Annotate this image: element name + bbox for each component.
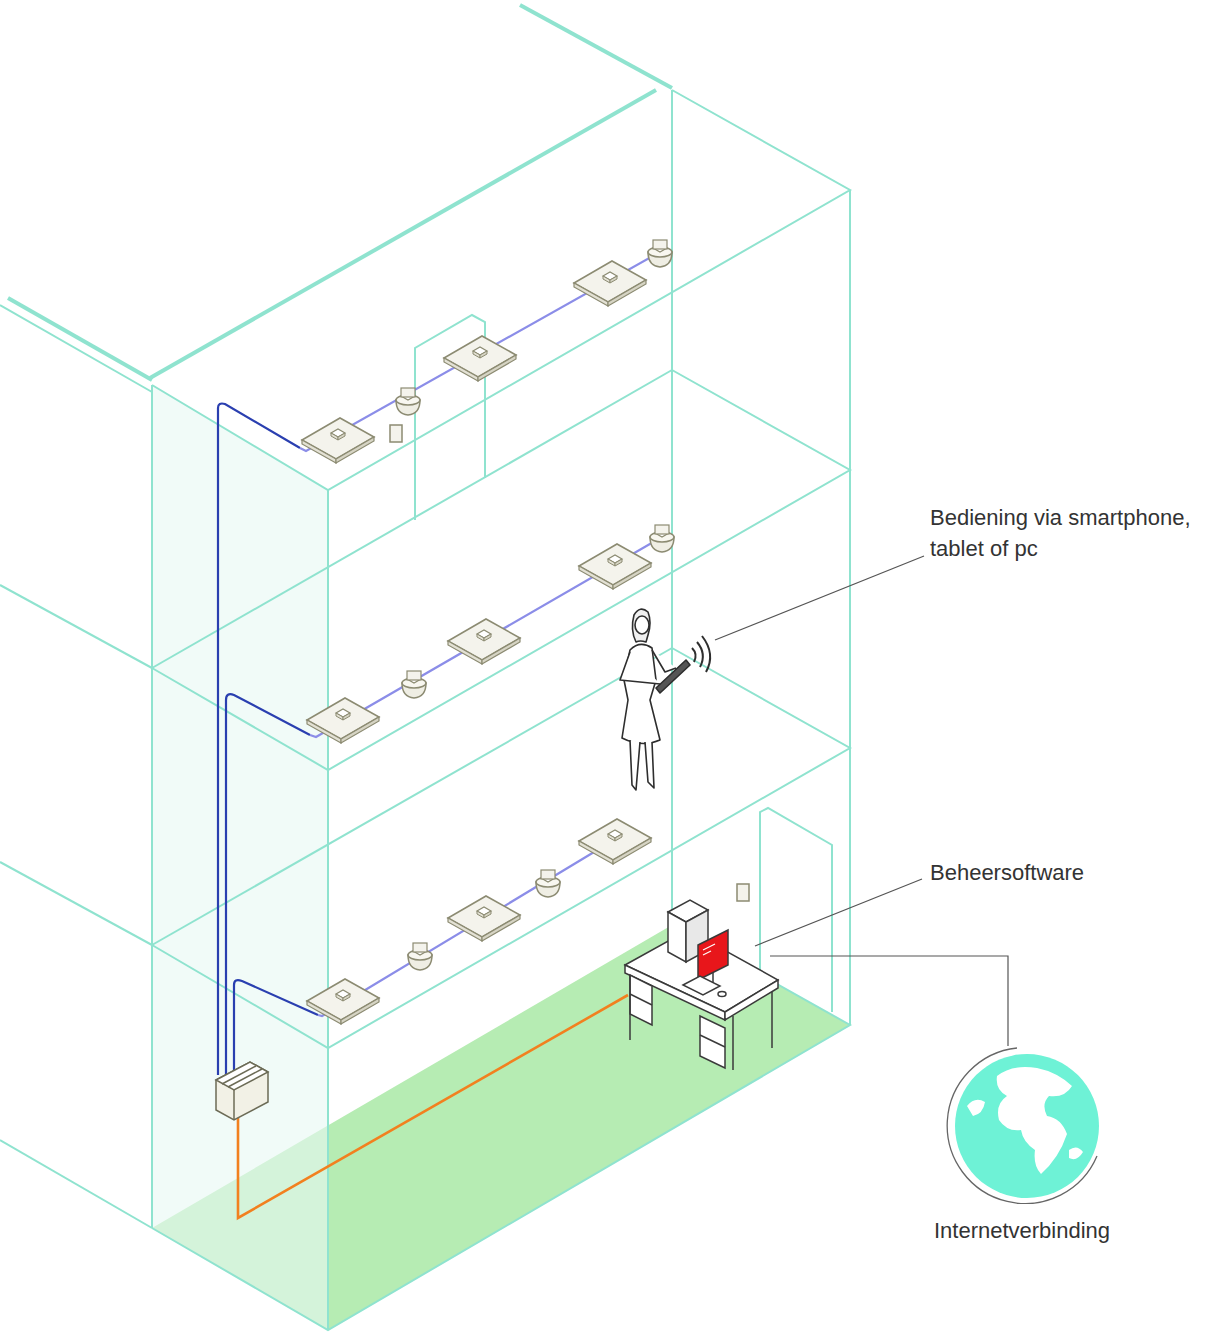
node-label: Internetverbinding bbox=[918, 1218, 1126, 1244]
callout-label: Beheersoftware bbox=[930, 857, 1190, 888]
globe-node: Internetverbinding bbox=[918, 1046, 1126, 1244]
globe-icon bbox=[937, 1046, 1107, 1204]
callout-label: Bediening via smartphone, tablet of pc bbox=[930, 502, 1212, 564]
